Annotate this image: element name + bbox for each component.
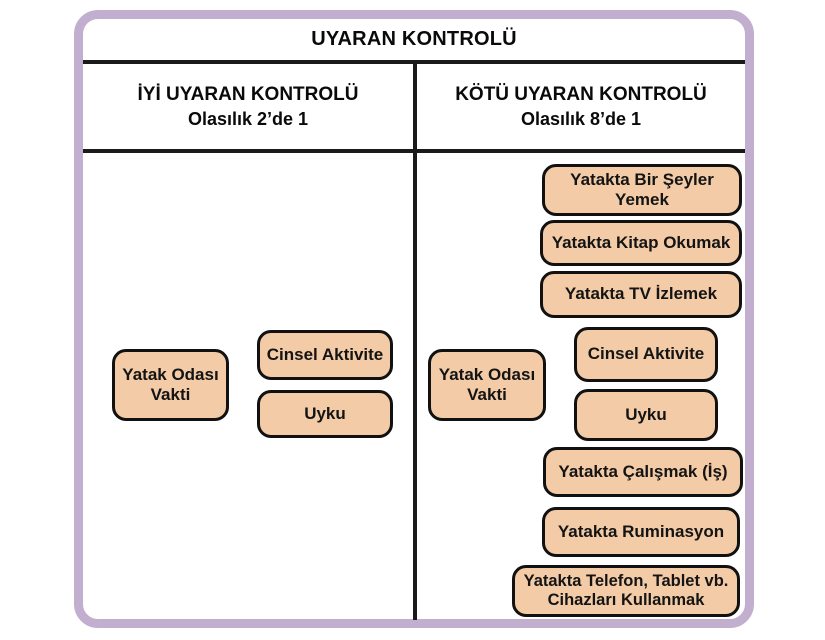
box-bedroom-time-good: Yatak Odası Vakti [112, 349, 229, 421]
diagram-title: UYARAN KONTROLÜ [311, 28, 517, 50]
good-column-header: İYİ UYARAN KONTROLÜ Olasılık 2’de 1 [83, 64, 413, 149]
box-sleep-bad: Uyku [574, 389, 718, 441]
good-column-subtitle: Olasılık 2’de 1 [187, 108, 309, 129]
box-reading-in-bed: Yatakta Kitap Okumak [540, 220, 742, 266]
bad-column-title: KÖTÜ UYARAN KONTROLÜ [455, 83, 707, 105]
bad-column-subtitle: Olasılık 8’de 1 [520, 108, 642, 129]
good-column-title: İYİ UYARAN KONTROLÜ [137, 83, 359, 105]
bad-column-header: KÖTÜ UYARAN KONTROLÜ Olasılık 8’de 1 [417, 64, 745, 149]
box-devices-in-bed: Yatakta Telefon, Tablet vb. Cihazları Ku… [512, 565, 740, 617]
stimulus-control-frame: UYARAN KONTROLÜ İYİ UYARAN KONTROLÜ Olas… [74, 10, 754, 628]
box-rumination-in-bed: Yatakta Ruminasyon [542, 507, 740, 557]
box-sleep-good: Uyku [257, 390, 393, 438]
box-tv-in-bed: Yatakta TV İzlemek [540, 271, 742, 318]
box-bedroom-time-bad: Yatak Odası Vakti [428, 349, 546, 421]
box-sexual-activity-bad: Cinsel Aktivite [574, 327, 718, 382]
box-eating-in-bed: Yatakta Bir Şeyler Yemek [542, 164, 742, 216]
box-sexual-activity-good: Cinsel Aktivite [257, 330, 393, 380]
column-divider-line [413, 60, 417, 620]
box-working-in-bed: Yatakta Çalışmak (İş) [543, 447, 743, 497]
